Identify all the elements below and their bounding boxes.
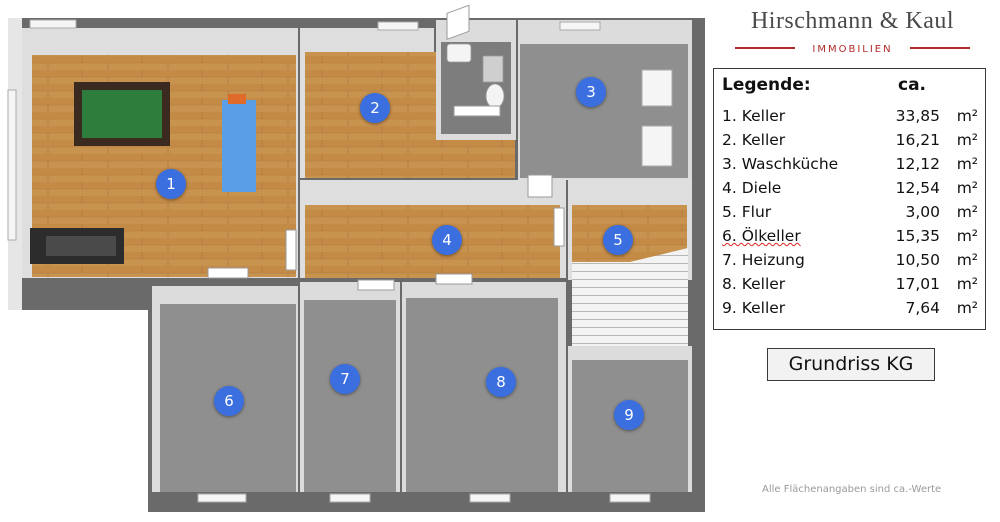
brand-logo: Hirschmann & Kaul IMMOBILIEN — [735, 8, 970, 55]
doors — [207, 4, 565, 291]
legend-row-value: 16,21 — [895, 131, 940, 149]
room-3-waschkueche — [518, 20, 692, 180]
brand-line-right — [910, 47, 970, 49]
legend-row-label: 7. Heizung — [722, 251, 805, 269]
room-5-flur — [568, 180, 692, 346]
legend-box: Legende: ca. 1. Keller 33,85 m² 2. Kelle… — [713, 68, 986, 330]
legend-row-value: 33,85 — [895, 107, 940, 125]
legend-row: 8. Keller 17,01 m² — [722, 275, 980, 297]
legend-row: 2. Keller 16,21 m² — [722, 131, 980, 153]
legend-row-value: 10,50 — [895, 251, 940, 269]
legend-header: Legende: — [722, 75, 811, 95]
room-marker-4: 4 — [432, 225, 462, 255]
brand-line-left — [735, 47, 795, 49]
legend-row-unit: m² — [956, 275, 978, 293]
legend-row: 3. Waschküche 12,12 m² — [722, 155, 980, 177]
billiard-table — [74, 82, 170, 146]
legend-row: 6. Ölkeller 15,35 m² — [722, 227, 980, 249]
legend-row-value: 12,54 — [895, 179, 940, 197]
brand-subtitle: IMMOBILIEN — [812, 44, 893, 55]
legend-row-value: 3,00 — [905, 203, 940, 221]
legend-row-unit: m² — [956, 203, 978, 221]
legend-row-label: 5. Flur — [722, 203, 772, 221]
legend-row-value: 12,12 — [895, 155, 940, 173]
floor-plan — [7, 4, 705, 512]
legend-row: 7. Heizung 10,50 m² — [722, 251, 980, 273]
legend-row: 9. Keller 7,64 m² — [722, 299, 980, 321]
legend-ca-label: ca. — [898, 75, 927, 95]
room-8-keller — [402, 282, 566, 492]
legend-row-unit: m² — [956, 179, 978, 197]
legend-row-label: 4. Diele — [722, 179, 782, 197]
legend-row: 4. Diele 12,54 m² — [722, 179, 980, 201]
sink-icon — [446, 43, 472, 63]
room-marker-6: 6 — [214, 386, 244, 416]
legend-row-label: 3. Waschküche — [722, 155, 839, 173]
legend-row-label: 6. Ölkeller — [722, 227, 801, 245]
windows — [7, 19, 651, 503]
room-4-diele — [300, 180, 566, 278]
washing-machine-icon — [641, 69, 673, 107]
treadmill — [30, 228, 124, 264]
legend-row: 5. Flur 3,00 m² — [722, 203, 980, 225]
legend-row-unit: m² — [956, 131, 978, 149]
brand-name: Hirschmann & Kaul — [750, 8, 955, 34]
room-marker-5: 5 — [603, 225, 633, 255]
dryer-icon — [641, 125, 673, 167]
legend-row-label: 9. Keller — [722, 299, 786, 317]
room-marker-2: 2 — [360, 93, 390, 123]
bench — [222, 94, 256, 192]
plan-title: Grundriss KG — [767, 348, 935, 381]
legend-row-unit: m² — [956, 155, 978, 173]
legend-row-unit: m² — [956, 251, 978, 269]
legend-row-label: 2. Keller — [722, 131, 786, 149]
room-marker-8: 8 — [486, 367, 516, 397]
bathroom — [436, 20, 516, 140]
legend-row-label: 1. Keller — [722, 107, 786, 125]
legend-row-unit: m² — [956, 299, 978, 317]
legend-row-value: 17,01 — [895, 275, 940, 293]
toilet-icon — [485, 83, 505, 109]
legend-row-unit: m² — [956, 227, 978, 245]
legend-row-label: 8. Keller — [722, 275, 786, 293]
legend-row-unit: m² — [956, 107, 978, 125]
footnote: Alle Flächenangaben sind ca.-Werte — [762, 484, 942, 495]
legend-row: 1. Keller 33,85 m² — [722, 107, 980, 129]
shower-icon — [482, 55, 504, 83]
room-marker-7: 7 — [330, 364, 360, 394]
room-marker-9: 9 — [614, 400, 644, 430]
legend-row-value: 15,35 — [895, 227, 940, 245]
legend-row-value: 7,64 — [905, 299, 940, 317]
room-marker-3: 3 — [576, 77, 606, 107]
room-marker-1: 1 — [156, 169, 186, 199]
